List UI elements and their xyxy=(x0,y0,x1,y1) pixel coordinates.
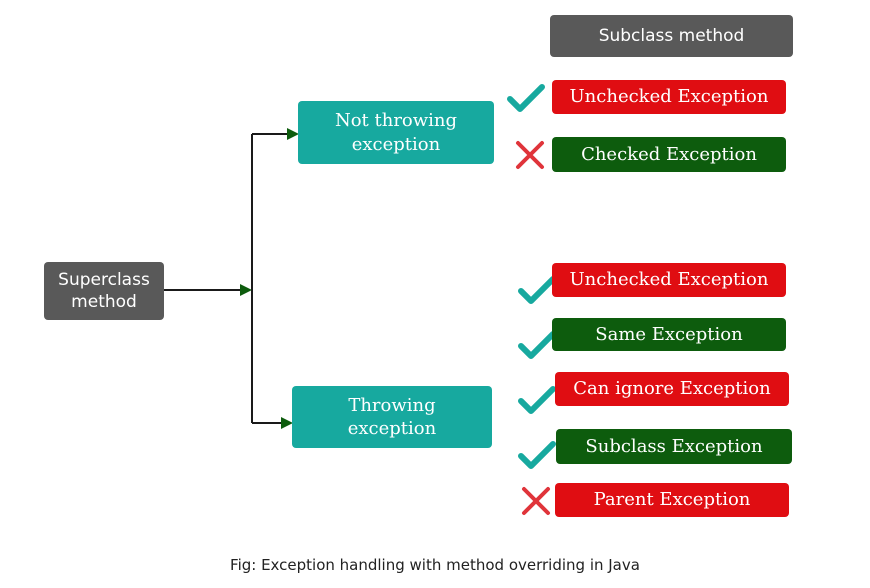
outcome-label: Checked Exception xyxy=(581,143,757,165)
superclass-label-line2: method xyxy=(71,292,137,312)
outcome-label: Same Exception xyxy=(595,323,743,345)
outcome-label: Can ignore Exception xyxy=(573,378,771,400)
not-throwing-exception-node: Not throwing exception xyxy=(298,101,494,164)
check-icon xyxy=(507,84,545,112)
superclass-label-line1: Superclass xyxy=(58,269,150,290)
outcome-label: Unchecked Exception xyxy=(569,86,769,108)
trunk-arrowhead xyxy=(240,284,252,296)
lower-branch-arrowhead xyxy=(281,417,293,429)
cross-icon xyxy=(522,487,550,515)
not-throwing-label-line2: exception xyxy=(351,133,441,155)
throwing-label-line2: exception xyxy=(347,418,437,439)
subclass-exception-box: Subclass Exception xyxy=(556,429,792,464)
check-icon xyxy=(518,276,556,304)
throwing-label-line1: Throwing xyxy=(348,394,436,416)
check-icon xyxy=(518,441,556,469)
figure-caption: Fig: Exception handling with method over… xyxy=(230,556,640,574)
subclass-method-label: Subclass method xyxy=(598,25,745,46)
outcome-label: Parent Exception xyxy=(593,489,751,511)
upper-branch-arrowhead xyxy=(287,128,299,140)
same-exception-box: Same Exception xyxy=(552,318,786,351)
check-icon xyxy=(518,386,556,414)
not-throwing-label-line1: Not throwing xyxy=(334,110,458,132)
outcome-label: Subclass Exception xyxy=(585,435,763,457)
cross-icon xyxy=(516,141,544,169)
throwing-exception-node: Throwing exception xyxy=(292,386,492,448)
subclass-method-header: Subclass method xyxy=(550,15,793,57)
unchecked-exception-box: Unchecked Exception xyxy=(552,263,786,297)
parent-exception-box: Parent Exception xyxy=(555,483,789,517)
check-icon xyxy=(518,331,556,359)
unchecked-exception-box: Unchecked Exception xyxy=(552,80,786,114)
superclass-method-node: Superclass method xyxy=(44,262,164,320)
outcome-label: Unchecked Exception xyxy=(569,269,769,291)
can-ignore-exception-box: Can ignore Exception xyxy=(555,372,789,406)
checked-exception-box: Checked Exception xyxy=(552,137,786,172)
